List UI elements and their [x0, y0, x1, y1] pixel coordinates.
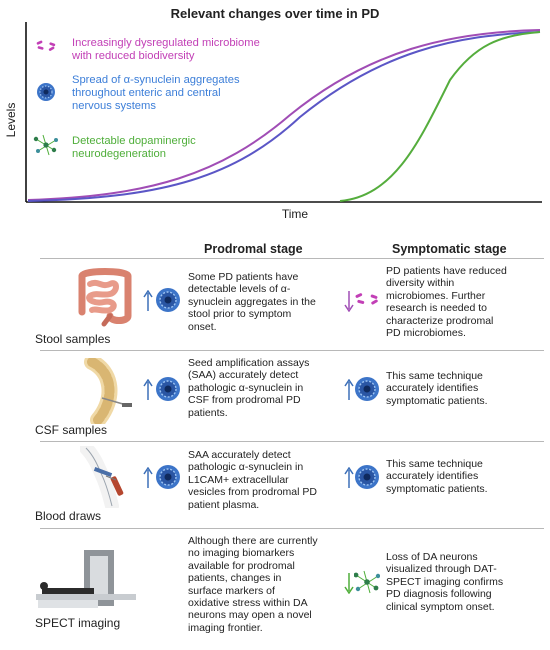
symptomatic-text-csf: This same technique accurately identifie… — [386, 370, 528, 407]
legend-neurodegeneration-line: Detectable dopaminergic — [72, 135, 196, 147]
row-divider — [40, 528, 544, 529]
legend-microbiome: Increasingly dysregulated microbiome wit… — [72, 37, 260, 63]
text-line: pathologic α-synuclein in — [188, 381, 304, 394]
synuclein-aggregate-icon — [37, 83, 55, 101]
neuron-network-icon — [354, 570, 380, 594]
row-divider — [40, 441, 544, 442]
prodromal-stage-header: Prodromal stage — [204, 242, 303, 256]
legend-synuclein-line: throughout enteric and central — [72, 87, 221, 99]
legend-microbiome-line: Increasingly dysregulated microbiome — [72, 37, 260, 49]
neuron-network-icon — [33, 134, 58, 156]
synuclein-aggregate-icon — [156, 288, 180, 312]
text-line: accurately identifies — [386, 382, 479, 395]
text-line: available for prodromal — [188, 559, 295, 572]
legend-synuclein: Spread of α-synuclein aggregates through… — [72, 74, 240, 113]
symptomatic-text-stool: PD patients have reduced diversity withi… — [386, 265, 528, 339]
text-line: vesicles from prodromal PD — [188, 486, 317, 499]
text-line: research is needed to — [386, 302, 487, 315]
microbe-icon — [355, 293, 378, 305]
prodromal-text-spect: Although there are currently no imaging … — [188, 535, 330, 634]
row-label-spect: SPECT imaging — [35, 616, 121, 630]
legend-neurodegeneration-line: neurodegeneration — [72, 148, 166, 160]
synuclein-aggregate-icon — [156, 377, 180, 401]
text-line: surface markers of — [188, 584, 275, 597]
legend-synuclein-line: nervous systems — [72, 100, 156, 112]
text-line: SAA accurately detect — [188, 449, 291, 461]
text-line: PD patients have reduced — [386, 265, 507, 277]
text-line: patient plasma. — [188, 498, 260, 511]
text-line: diversity within — [386, 277, 455, 290]
text-line: oxidative stress within DA — [188, 597, 308, 610]
spect-scanner-icon — [36, 550, 136, 608]
symptomatic-text-blood: This same technique accurately identifie… — [386, 458, 528, 495]
symptomatic-text-spect: Loss of DA neurons visualized through DA… — [386, 551, 528, 613]
text-line: Although there are currently — [188, 535, 318, 547]
text-line: L1CAM+ extracellular — [188, 473, 289, 486]
text-line: symptomatic patients. — [386, 394, 488, 407]
row-divider — [40, 258, 544, 259]
synuclein-aggregate-icon — [355, 377, 379, 401]
text-line: This same technique — [386, 458, 483, 470]
text-line: patients. — [188, 406, 228, 419]
synuclein-curve — [27, 31, 541, 202]
prodromal-text-csf: Seed amplification assays (SAA) accurate… — [188, 357, 330, 419]
text-line: PD microbiomes. — [386, 327, 466, 340]
microbiome-curve — [27, 29, 541, 201]
text-line: no imaging biomarkers — [188, 547, 295, 560]
text-line: Some PD patients have — [188, 271, 299, 283]
text-line: synuclein aggregates in the — [188, 295, 316, 308]
text-line: visualized through DAT- — [386, 563, 497, 576]
text-line: symptomatic patients. — [386, 482, 488, 495]
arm-blood-draw-icon — [80, 446, 124, 508]
text-line: imaging frontier. — [188, 621, 263, 634]
trend-up-arrow — [344, 467, 354, 488]
text-line: patients, changes in — [188, 572, 282, 585]
legend-neurodegeneration: Detectable dopaminergic neurodegeneratio… — [72, 135, 196, 161]
figure-title: Relevant changes over time in PD — [170, 6, 380, 21]
text-line: characterize prodromal — [386, 314, 494, 327]
text-line: onset. — [188, 320, 217, 333]
text-line: microbiomes. Further — [386, 289, 486, 302]
neurodegeneration-curve — [339, 31, 541, 202]
text-line: pathologic α-synuclein in — [188, 461, 304, 474]
trend-up-arrow — [143, 379, 153, 400]
symptomatic-stage-header: Symptomatic stage — [392, 242, 507, 256]
text-line: Seed amplification assays — [188, 357, 310, 369]
timeline-chart: Levels Time — [4, 22, 542, 221]
x-axis-label: Time — [282, 207, 309, 221]
trend-up-arrow — [143, 467, 153, 488]
text-line: (SAA) accurately detect — [188, 369, 299, 382]
microbe-icon — [36, 40, 56, 51]
trend-up-arrow — [344, 379, 354, 400]
legend-microbiome-line: with reduced biodiversity — [72, 50, 195, 62]
text-line: Loss of DA neurons — [386, 551, 478, 563]
trend-down-arrow — [344, 291, 354, 312]
intestine-icon — [78, 268, 132, 327]
trend-down-arrow — [344, 573, 354, 594]
row-label-stool: Stool samples — [35, 332, 111, 346]
text-line: CSF from prodromal PD — [188, 394, 301, 407]
text-line: stool prior to symptom — [188, 308, 292, 321]
trend-up-arrow — [143, 290, 153, 311]
prodromal-text-stool: Some PD patients have detectable levels … — [188, 271, 330, 333]
y-axis-label: Levels — [4, 103, 18, 138]
text-line: This same technique — [386, 370, 483, 382]
row-label-blood: Blood draws — [35, 509, 102, 523]
text-line: neurons may open a novel — [188, 609, 312, 622]
row-label-csf: CSF samples — [35, 423, 108, 437]
synuclein-aggregate-icon — [355, 465, 379, 489]
row-divider — [40, 350, 544, 351]
prodromal-text-blood: SAA accurately detect pathologic α-synuc… — [188, 449, 330, 511]
spine-needle-icon — [84, 358, 132, 424]
legend-synuclein-line: Spread of α-synuclein aggregates — [72, 74, 240, 86]
text-line: detectable levels of α- — [188, 283, 291, 296]
text-line: SPECT imaging confirms — [386, 575, 504, 588]
text-line: accurately identifies — [386, 470, 479, 483]
text-line: PD diagnosis following — [386, 588, 492, 601]
text-line: clinical symptom onset. — [386, 600, 495, 613]
synuclein-aggregate-icon — [156, 465, 180, 489]
